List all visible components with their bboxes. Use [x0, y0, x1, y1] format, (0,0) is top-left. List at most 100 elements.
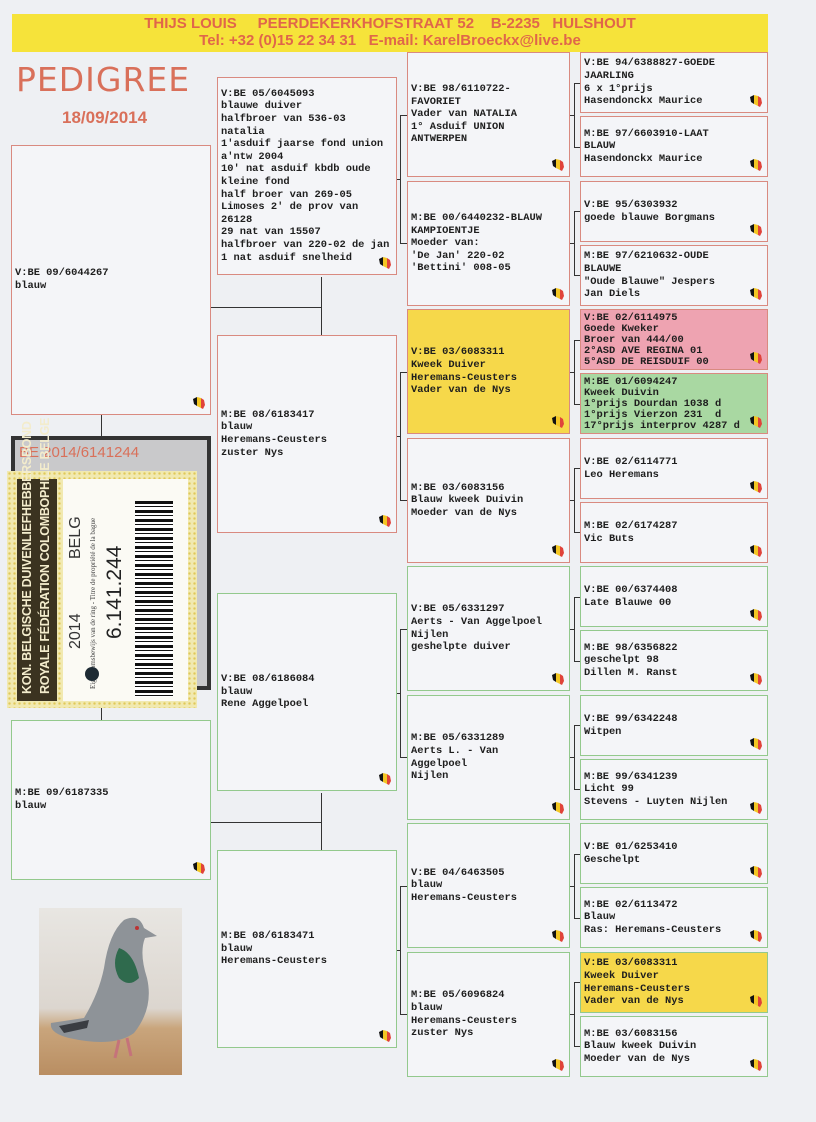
belgium-flag-icon: [551, 929, 565, 943]
pigeon-note: Vader van de Nys: [584, 995, 684, 1008]
bracket: [400, 886, 407, 887]
pigeon-note: Vic Buts: [584, 532, 634, 545]
pigeon-note: Blauw kweek Duivin: [584, 1040, 697, 1053]
pigeon-note: geshelpte duiver: [411, 641, 511, 654]
belgium-flag-icon: [749, 1058, 763, 1072]
belgium-flag-icon: [749, 544, 763, 558]
arrow-connector: [321, 793, 322, 850]
breeder-header: THIJS LOUIS PEERDEKERKHOFSTRAAT 52 B-223…: [12, 14, 768, 52]
bracket: [400, 1014, 407, 1015]
ring-org-fr: ROYALE FÉDÉRATION COLOMBOPHILE BELGE: [38, 417, 52, 694]
ring-org-nl: KON. BELGISCHE DUIVENLIEFHEBBERSBOND: [20, 421, 34, 694]
bracket: [570, 757, 574, 758]
pigeon-note: Heremans-Ceusters: [411, 371, 518, 384]
bracket: [574, 340, 575, 404]
pigeon-note: Blauw kweek Duivin: [411, 494, 524, 507]
pigeon-note: 5°ASD DE REISDUIF 00: [584, 356, 709, 367]
belgium-flag-icon: [749, 351, 763, 365]
bracket: [397, 693, 400, 694]
bracket: [574, 404, 580, 405]
pigeon-note: blauwe duiver: [221, 100, 303, 113]
bracket: [574, 468, 575, 532]
pigeon-note: FAVORIET: [411, 95, 461, 108]
belgium-flag-icon: [192, 396, 206, 410]
ring-number: V:BE 99/6342248: [584, 712, 678, 725]
belgium-flag-icon: [378, 1029, 392, 1043]
ring-number: M:BE 05/6331289: [411, 732, 505, 745]
ring-number: M:BE 03/6083156: [584, 1027, 678, 1040]
ring-country: BELG: [67, 516, 84, 559]
pigeon-note: Kweek Duivin: [584, 387, 659, 398]
pigeon-note: Nijlen: [411, 628, 449, 641]
bracket: [574, 1046, 580, 1047]
pigeon-note: BLAUWE: [584, 262, 622, 275]
bracket: [574, 597, 575, 661]
pigeon-note: kleine fond: [221, 176, 290, 188]
pigeon-note: 29 nat van 15507: [221, 226, 321, 239]
bracket: [570, 886, 574, 887]
ring-number: V:BE 04/6463505: [411, 866, 505, 879]
bracket: [574, 854, 575, 918]
pigeon-note: Late Blauwe 00: [584, 596, 672, 609]
pigeon-note: Blauw: [584, 911, 616, 924]
bracket: [574, 83, 575, 147]
ring-number: V:BE 00/6374408: [584, 583, 678, 596]
pigeon-note: Stevens - Luyten Nijlen: [584, 795, 728, 808]
pigeon-note: Heremans-Ceusters: [584, 982, 691, 995]
ring-org-band: KON. BELGISCHE DUIVENLIEFHEBBERSBOND ROY…: [17, 418, 57, 701]
pigeon-note: Aerts L. - Van: [411, 744, 499, 757]
belgium-flag-icon: [749, 158, 763, 172]
pigeon-note: 1°prijs Dourdan 1038 d: [584, 398, 722, 409]
pigeon-note: blauw: [221, 942, 253, 955]
pigeon-note: Kweek Duiver: [584, 969, 659, 982]
bracket: [400, 886, 401, 1014]
pigeon-note: 26128: [221, 213, 253, 226]
ring-number: M:BE 01/6094247: [584, 376, 678, 387]
page-title: PEDIGREE: [16, 60, 191, 99]
bracket: [574, 275, 580, 276]
bracket: [574, 597, 580, 598]
belgium-flag-icon: [749, 801, 763, 815]
pigeon-note: Geschelpt: [584, 853, 641, 866]
pigeon-photo: [39, 908, 182, 1075]
bracket: [400, 243, 407, 244]
ring-number: V:BE 98/6110722-: [411, 83, 511, 96]
ring-number: M:BE 03/6083156: [411, 481, 505, 494]
pigeon-note: 1° Asduif UNION: [411, 120, 505, 133]
connector-line: [211, 822, 321, 823]
pigeon-note: Moeder van de Nys: [584, 1052, 691, 1065]
pigeon-note: Witpen: [584, 725, 622, 738]
belgium-flag-icon: [551, 544, 565, 558]
bracket: [570, 1014, 574, 1015]
ring-certificate-label: KON. BELGISCHE DUIVENLIEFHEBBERSBOND ROY…: [7, 418, 197, 708]
ring-card: 2014 BELG Eigendomsbewijs van de ring - …: [63, 479, 188, 701]
belgium-flag-icon: [551, 158, 565, 172]
bracket: [574, 789, 580, 790]
pigeon-note: "Oude Blauwe" Jespers: [584, 275, 715, 288]
pigeon-note: blauw: [221, 421, 253, 434]
belgium-flag-icon: [749, 994, 763, 1008]
ring-number: M:BE 97/6603910-LAAT: [584, 127, 709, 140]
pigeon-note: 'Bettini' 008-05: [411, 262, 511, 275]
belgium-flag-icon: [551, 801, 565, 815]
ring-number: V:BE 94/6388827-GOEDE: [584, 57, 715, 70]
belgium-flag-icon: [551, 1058, 565, 1072]
bracket: [574, 725, 575, 789]
belgium-flag-icon: [749, 223, 763, 237]
pigeon-note: Heremans-Ceusters: [411, 891, 518, 904]
ring-number: V:BE 02/6114771: [584, 455, 678, 468]
ring-number: M:BE 98/6356822: [584, 641, 678, 654]
pigeon-note: natalia: [221, 125, 265, 138]
